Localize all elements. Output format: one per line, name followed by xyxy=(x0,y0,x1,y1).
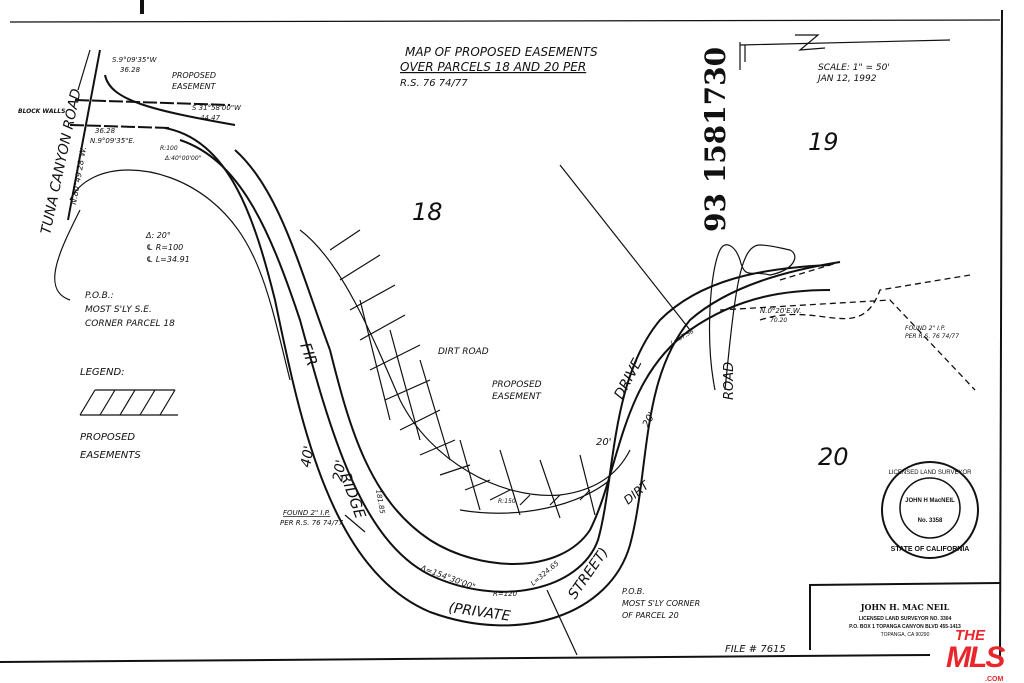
road-width-20-right: 20' xyxy=(596,437,611,448)
pob-parcel-20-line-2: MOST S'LY CORNER xyxy=(622,599,700,608)
surveyor-seal: LICENSED LAND SURVEYOR JOHN H MacNEIL No… xyxy=(881,461,979,559)
legend-hatch-swatch xyxy=(79,389,178,416)
file-number: FILE # 7615 xyxy=(725,644,786,655)
pob-parcel-18-line-2: MOST S'LY S.E. xyxy=(85,305,152,315)
mls-logo-mls: MLS xyxy=(946,641,1005,674)
distance-s31: 44.47 xyxy=(200,114,221,122)
bottom-border xyxy=(0,654,931,663)
fir-ridge-road xyxy=(54,127,841,627)
seal-bottom-text: STATE OF CALIFORNIA xyxy=(891,546,970,553)
legend-item-label-1: PROPOSED xyxy=(80,432,135,443)
pob-parcel-18-line-3: CORNER PARCEL 18 xyxy=(85,319,175,329)
bearing-n0: N.0°20'E.W. xyxy=(760,307,801,315)
dirt-road xyxy=(559,164,976,391)
parcel-18-label: 18 xyxy=(412,198,443,226)
delta-40: Δ:40°00'00" xyxy=(164,155,202,162)
dirt-road-label: DIRT ROAD xyxy=(438,347,489,357)
mls-logo: THE MLS .COM xyxy=(946,627,1007,683)
proposed-easement-hatch xyxy=(299,229,631,519)
block-walls-label: BLOCK WALLS xyxy=(18,108,65,115)
road-width-20-left: 20' xyxy=(330,459,350,483)
title-block-license: LICENSED LAND SURVEYOR NO. 3304 xyxy=(859,616,952,622)
bearing-n9: N.9°09'35"E. xyxy=(90,137,135,145)
title-line-1: MAP OF PROPOSED EASEMENTS xyxy=(405,45,598,59)
road-width-20-right-2: 20' xyxy=(641,411,658,430)
radius-150: R:150 xyxy=(498,498,516,505)
road-label: ROAD xyxy=(722,362,737,400)
bearing-top: S.9°09'35"W xyxy=(112,56,158,64)
title-block-address: P.O. BOX 1 TOPANGA CANYON BLVD 455-1413 xyxy=(849,624,961,630)
distance-top: 36.28 xyxy=(120,66,141,74)
seal-top-text: LICENSED LAND SURVEYOR xyxy=(889,470,973,476)
title-line-3: R.S. 76 74/77 xyxy=(400,78,468,89)
fir-label: FIR xyxy=(296,340,321,368)
proposed-easement-top-label-2: EASEMENT xyxy=(172,82,217,91)
parcel-20-label: 20 xyxy=(818,443,849,471)
found-ip-right-2: PER R.S. 76 74/77 xyxy=(905,333,959,340)
curve-length: ℄ L=34.91 xyxy=(146,255,190,264)
right-border xyxy=(999,9,1003,661)
radius-120: R=120 xyxy=(493,590,518,598)
scan-mark xyxy=(140,0,144,14)
curve-delta: Δ: 20° xyxy=(145,231,171,240)
top-border xyxy=(9,19,1001,23)
bearing-s31: S 31°58'00"W xyxy=(192,104,242,112)
title-line-2: OVER PARCELS 18 AND 20 PER xyxy=(400,60,586,74)
pob-parcel-20-line-3: OF PARCEL 20 xyxy=(622,611,679,620)
mls-logo-the: THE xyxy=(955,627,986,644)
found-ip-right-1: FOUND 2" I.P. xyxy=(905,325,946,332)
distance-7020: 70.20 xyxy=(770,317,787,324)
legend-item-label-2: EASEMENTS xyxy=(80,450,141,461)
lot-line xyxy=(546,589,578,656)
surveyor-title-block: JOHN H. MAC NEIL LICENSED LAND SURVEYOR … xyxy=(809,582,1001,650)
proposed-easement-mid-label-2: EASEMENT xyxy=(492,392,542,402)
legend: LEGEND: PROPOSED EASEMENTS xyxy=(79,367,178,461)
drive-label: DRIVE xyxy=(611,356,645,402)
legend-title: LEGEND: xyxy=(80,367,125,378)
proposed-easement-mid-label-1: PROPOSED xyxy=(492,380,542,390)
curve-radius: ℄ R=100 xyxy=(146,243,183,252)
radius-100: R:100 xyxy=(160,145,178,152)
recording-number: 93 1581730 xyxy=(699,47,732,232)
title-block-city: TOPANGA, CA 90290 xyxy=(881,632,930,638)
top-easement xyxy=(69,74,236,129)
pob-parcel-20-line-1: P.O.B. xyxy=(622,587,645,596)
found-ip-left-1: FOUND 2" I.P. xyxy=(283,509,330,517)
title-block-name: JOHN H. MAC NEIL xyxy=(860,602,950,612)
seal-name: JOHN H MacNEIL xyxy=(905,498,955,504)
seal-number: No. 3358 xyxy=(918,518,943,524)
delta-154: Δ=154°30'00" xyxy=(418,563,476,592)
distance-3628: 36.28 xyxy=(95,127,116,135)
road-width-40-left: 40' xyxy=(298,445,318,469)
parcel-19-label: 19 xyxy=(808,128,839,156)
mls-logo-com: .COM xyxy=(985,676,1003,683)
dirt-label: DIRT xyxy=(621,477,653,507)
map-title: MAP OF PROPOSED EASEMENTS OVER PARCELS 1… xyxy=(400,45,598,89)
proposed-easement-top-label-1: PROPOSED xyxy=(172,71,216,80)
pob-parcel-18-line-1: P.O.B.: xyxy=(85,291,114,301)
found-ip-left-2: PER R.S. 76 74/77 xyxy=(280,519,344,527)
north-arrow-icon xyxy=(739,34,951,70)
scale-date: JAN 12, 1992 xyxy=(816,74,877,84)
scale-label: SCALE: 1" = 50' xyxy=(818,63,890,73)
